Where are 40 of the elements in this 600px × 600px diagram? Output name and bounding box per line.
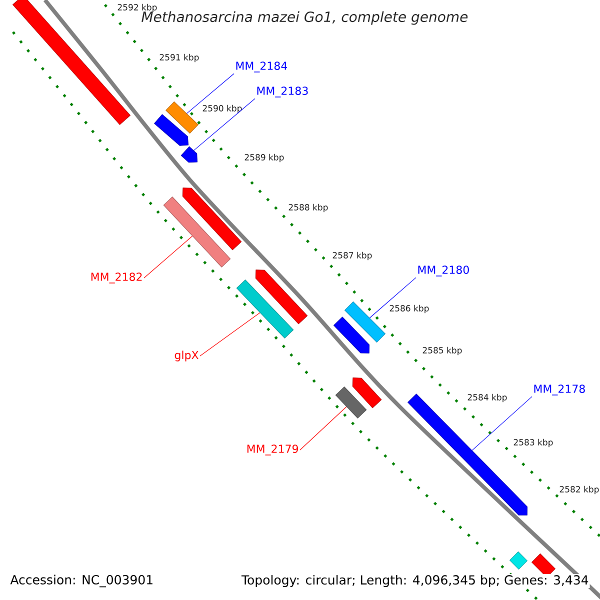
gene-block — [510, 552, 528, 570]
gene-block — [255, 270, 308, 324]
gene-label: MM_2179 — [247, 444, 298, 456]
leader-line — [144, 236, 193, 278]
tick-label: 2585 kbp — [422, 346, 462, 356]
gene-block — [154, 114, 189, 146]
gene-label: MM_2180 — [418, 266, 469, 276]
tick-label: 2590 kbp — [202, 104, 242, 114]
leader-line — [194, 98, 256, 151]
gene-label: MM_2182 — [91, 272, 142, 284]
gene-label: MM_2178 — [534, 384, 585, 396]
tick-label: 2588 kbp — [288, 204, 328, 212]
gene-block — [344, 302, 386, 343]
gene-block — [180, 146, 198, 163]
tick-label: 2587 kbp — [332, 252, 372, 260]
leader-line — [200, 312, 260, 356]
gene-block — [182, 188, 242, 250]
gene-block — [236, 280, 294, 338]
title: Methanosarcina mazei Go1, complete genome — [142, 11, 468, 25]
leader-line — [472, 396, 532, 451]
tick-label: 2583 kbp — [514, 438, 553, 448]
leader-line — [300, 406, 347, 450]
footer-text: Topology: circular; Length: 4,096,345 bp; Genes: 3,434 — [240, 574, 590, 588]
tick-label: 2582 kbp — [560, 486, 599, 494]
tick-label: 2592 kbp — [118, 4, 157, 12]
leader-line — [369, 277, 416, 318]
gene-block — [163, 196, 231, 268]
tick-label: 2591 kbp — [160, 54, 199, 62]
footer-text: Accession: NC_003901 — [9, 574, 155, 588]
gene-block — [335, 386, 367, 418]
leader-line — [186, 73, 234, 114]
tick-label: 2584 kbp — [468, 394, 507, 402]
gene-label: glpX — [174, 350, 198, 362]
gene-label: MM_2184 — [236, 62, 288, 72]
gene-label: MM_2183 — [257, 86, 308, 98]
tick-label: 2586 kbp — [390, 304, 429, 314]
gene-block — [352, 378, 382, 408]
tick-label: 2589 kbp — [244, 154, 284, 162]
gene-block — [166, 101, 198, 134]
gene-block — [334, 316, 370, 354]
